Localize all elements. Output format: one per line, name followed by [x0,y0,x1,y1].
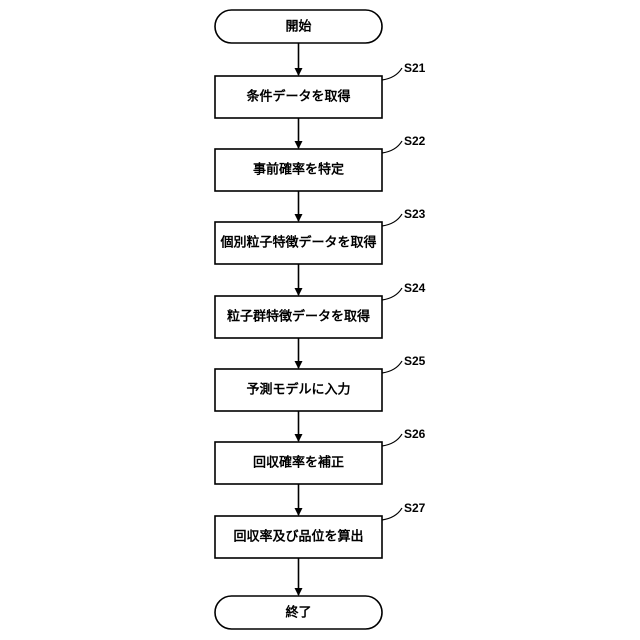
step-leader-line [382,141,402,153]
process-step-s21: 条件データを取得 S21 [215,61,426,118]
start-terminal: 開始 [215,10,382,43]
step-id-label: S21 [404,61,426,75]
step-id-label: S25 [404,354,426,368]
step-id-label: S27 [404,501,426,515]
process-label: 事前確率を特定 [253,162,344,178]
process-label: 回収率及び品位を算出 [233,529,363,545]
process-label: 予測モデルに入力 [246,382,350,398]
step-leader-line [382,68,402,80]
step-id-label: S26 [404,427,426,441]
step-leader-line [382,508,402,520]
step-leader-line [382,434,402,446]
process-step-s26: 回収確率を補正 S26 [215,427,426,484]
process-step-s27: 回収率及び品位を算出 S27 [215,501,426,558]
step-id-label: S24 [404,281,426,295]
step-id-label: S22 [404,134,426,148]
step-leader-line [382,361,402,373]
process-label: 回収確率を補正 [253,455,344,471]
process-step-s24: 粒子群特徴データを取得 S24 [215,281,426,338]
process-steps: 条件データを取得 S21 事前確率を特定 S22 個別粒子特徴データを取得 S23 粒子群特… [215,61,426,558]
end-label: 終了 [285,605,311,621]
process-label: 条件データを取得 [246,89,350,105]
process-step-s22: 事前確率を特定 S22 [215,134,426,191]
process-label: 個別粒子特徴データを取得 [219,235,376,251]
process-step-s23: 個別粒子特徴データを取得 S23 [215,207,426,264]
end-terminal: 終了 [215,596,382,629]
start-label: 開始 [285,19,311,35]
process-step-s25: 予測モデルに入力 S25 [215,354,426,411]
step-leader-line [382,288,402,300]
process-label: 粒子群特徴データを取得 [227,309,370,325]
step-id-label: S23 [404,207,426,221]
step-leader-line [382,214,402,226]
